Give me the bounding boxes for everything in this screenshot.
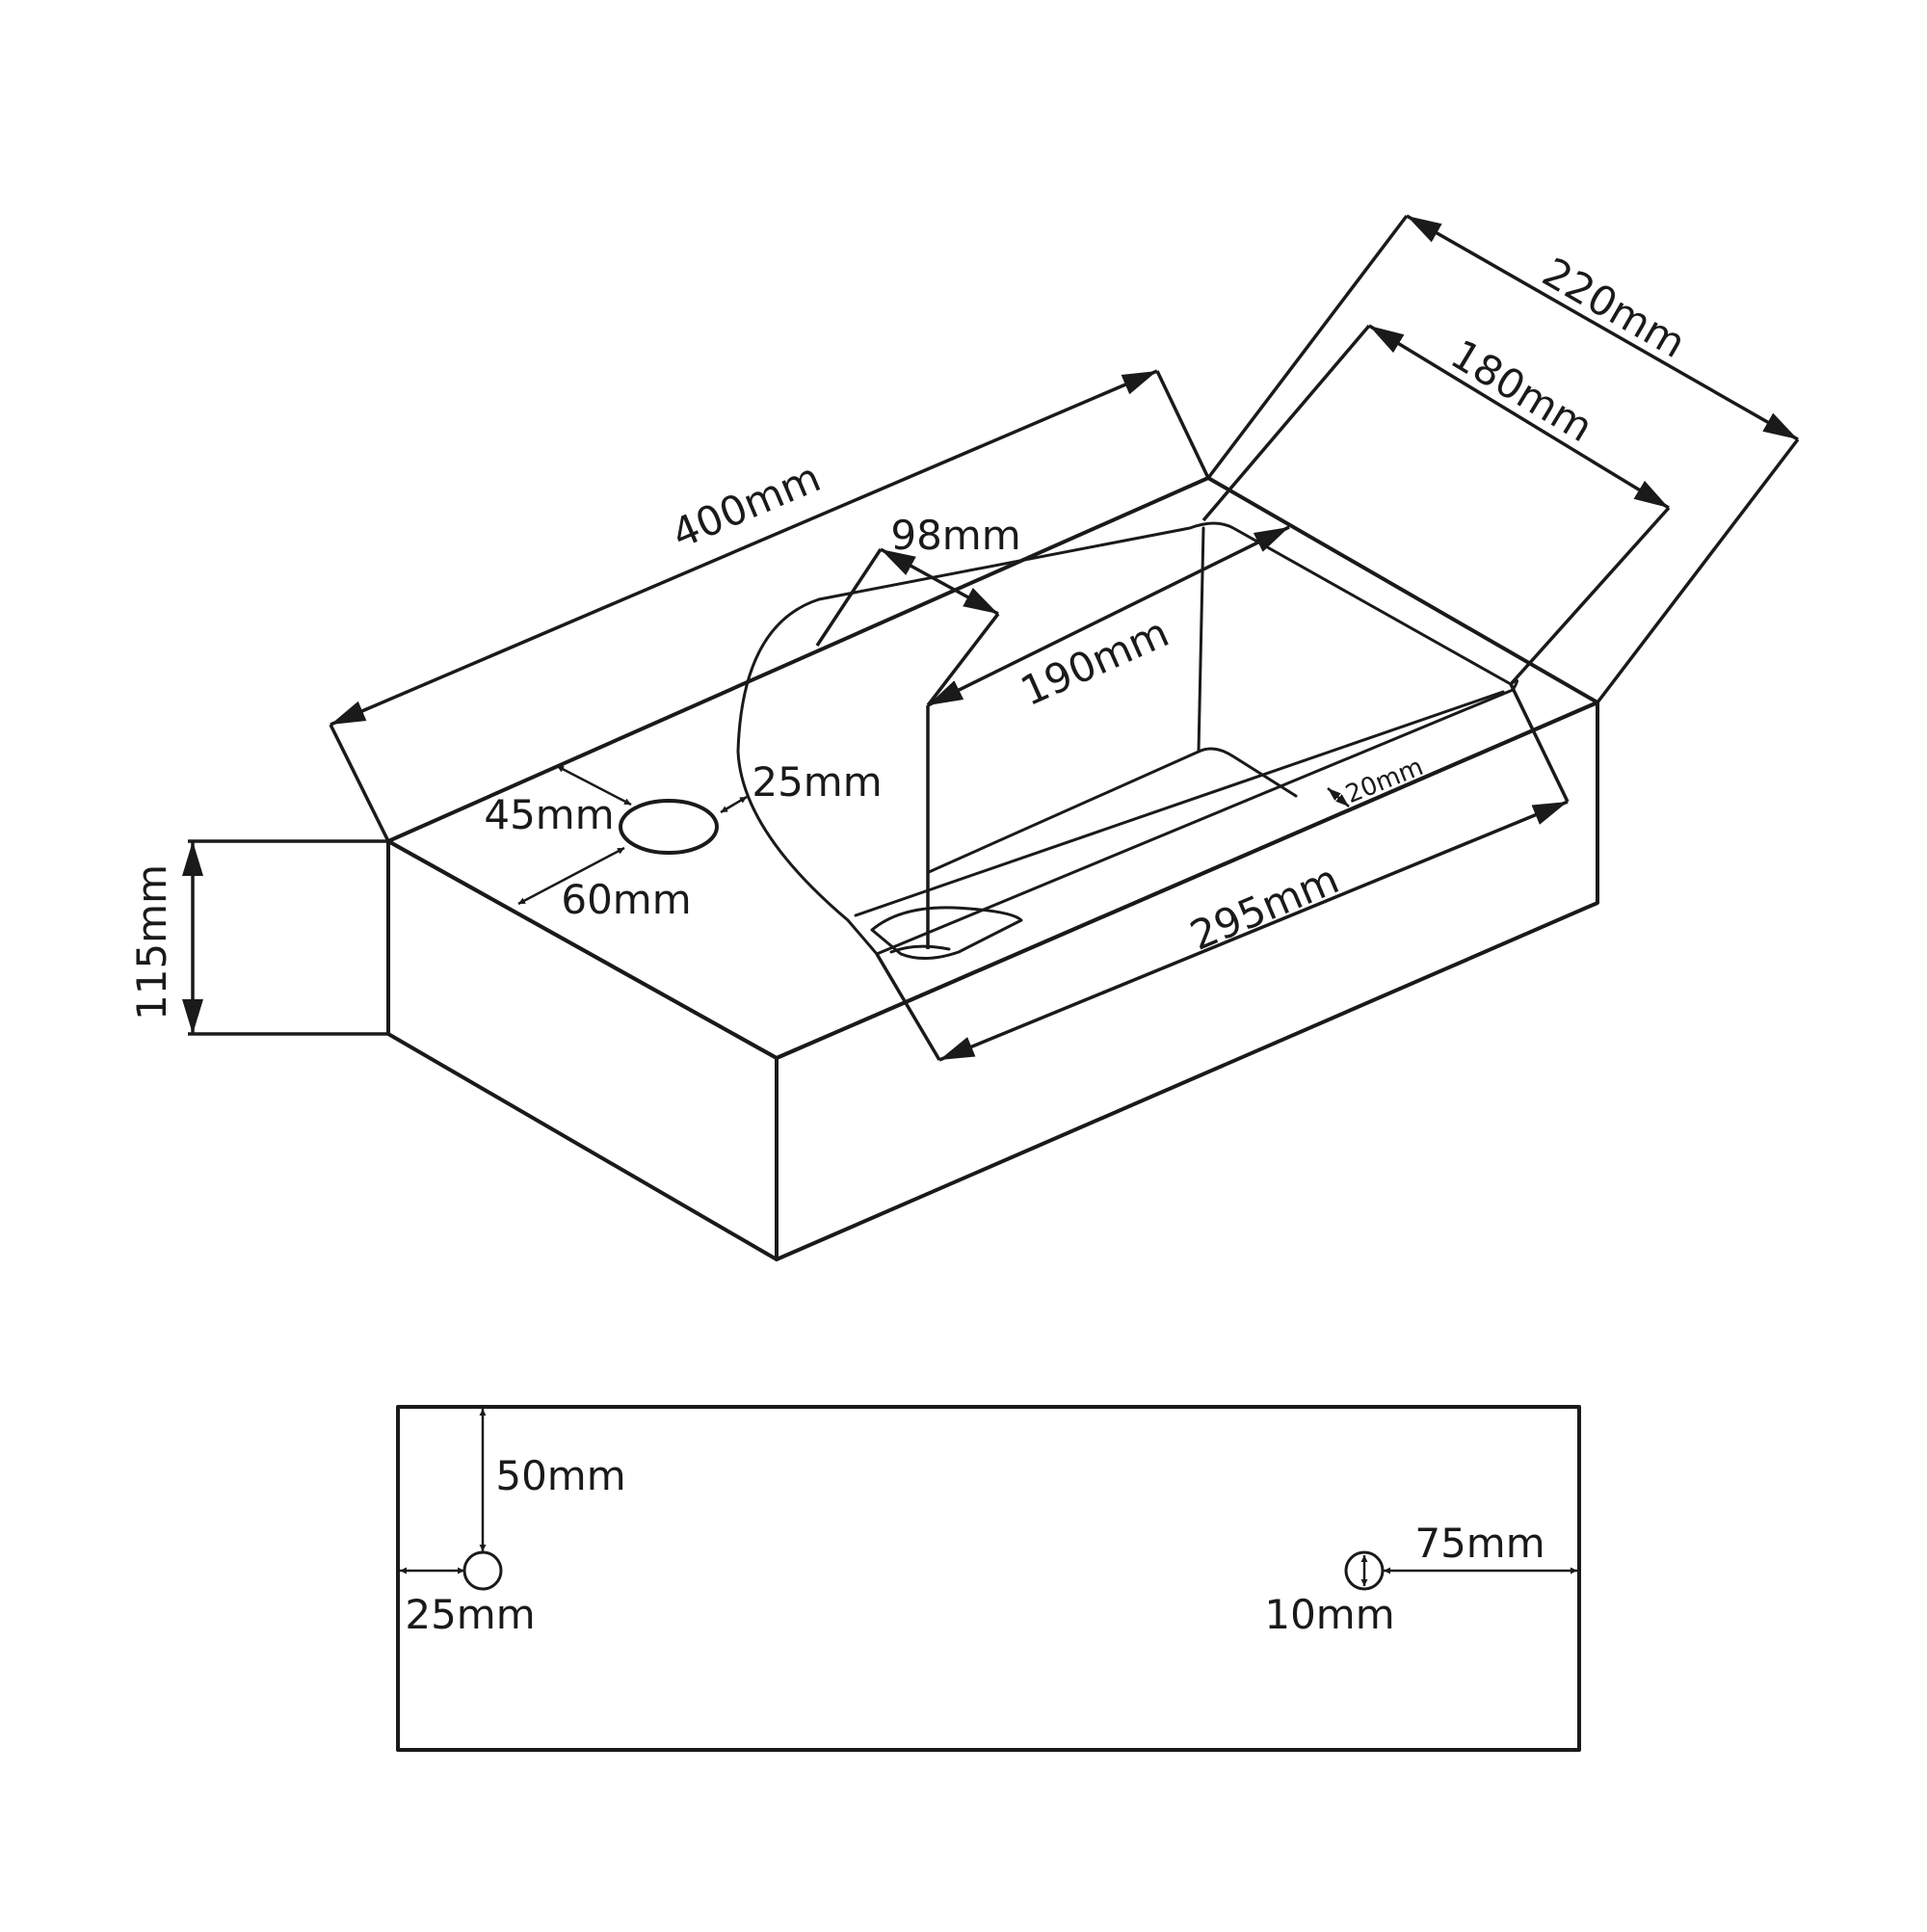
dim-tap-back: 45mm: [484, 764, 632, 838]
dim-rim-label: 20mm: [1342, 753, 1428, 809]
drain-hole: [889, 944, 951, 954]
dim-hole-diameter-label: 10mm: [1264, 1591, 1394, 1638]
dim-height: 115mm: [128, 839, 388, 1036]
basin-interior: [619, 521, 1518, 960]
tap-hole: [619, 799, 719, 855]
bottom-view-outline: [396, 1405, 1581, 1752]
dim-tap-side-label: 60mm: [561, 876, 691, 923]
dim-basin-width-label: 180mm: [1442, 331, 1600, 451]
dim-height-label: 115mm: [128, 864, 175, 1020]
dim-tap-back-label: 45mm: [484, 791, 614, 838]
bottom-hole-right: [1344, 1550, 1385, 1591]
dim-basin-width: 180mm: [1201, 324, 1671, 686]
basin-floor-back: [1197, 526, 1298, 798]
right-face-outline: [775, 701, 1599, 1261]
dim-hole-left-label: 25mm: [405, 1591, 535, 1638]
dim-overall-width: 220mm: [1206, 214, 1800, 704]
bottom-view: 50mm 25mm 10mm 75mm: [396, 1405, 1581, 1752]
dim-tap-basin-label: 25mm: [752, 758, 882, 806]
dim-overall-length-label: 400mm: [665, 453, 827, 557]
dim-hole-top-label: 50mm: [495, 1452, 625, 1499]
dim-tap-side: 60mm: [517, 846, 692, 923]
dim-basin-depth: 190mm: [926, 525, 1290, 949]
dim-hole-right-label: 75mm: [1414, 1520, 1544, 1567]
dim-overall-width-label: 220mm: [1535, 249, 1694, 367]
dim-tap-basin: 25mm: [720, 758, 883, 814]
dim-tap-deck-label: 98mm: [890, 512, 1020, 559]
bottom-hole-left: [462, 1550, 503, 1591]
